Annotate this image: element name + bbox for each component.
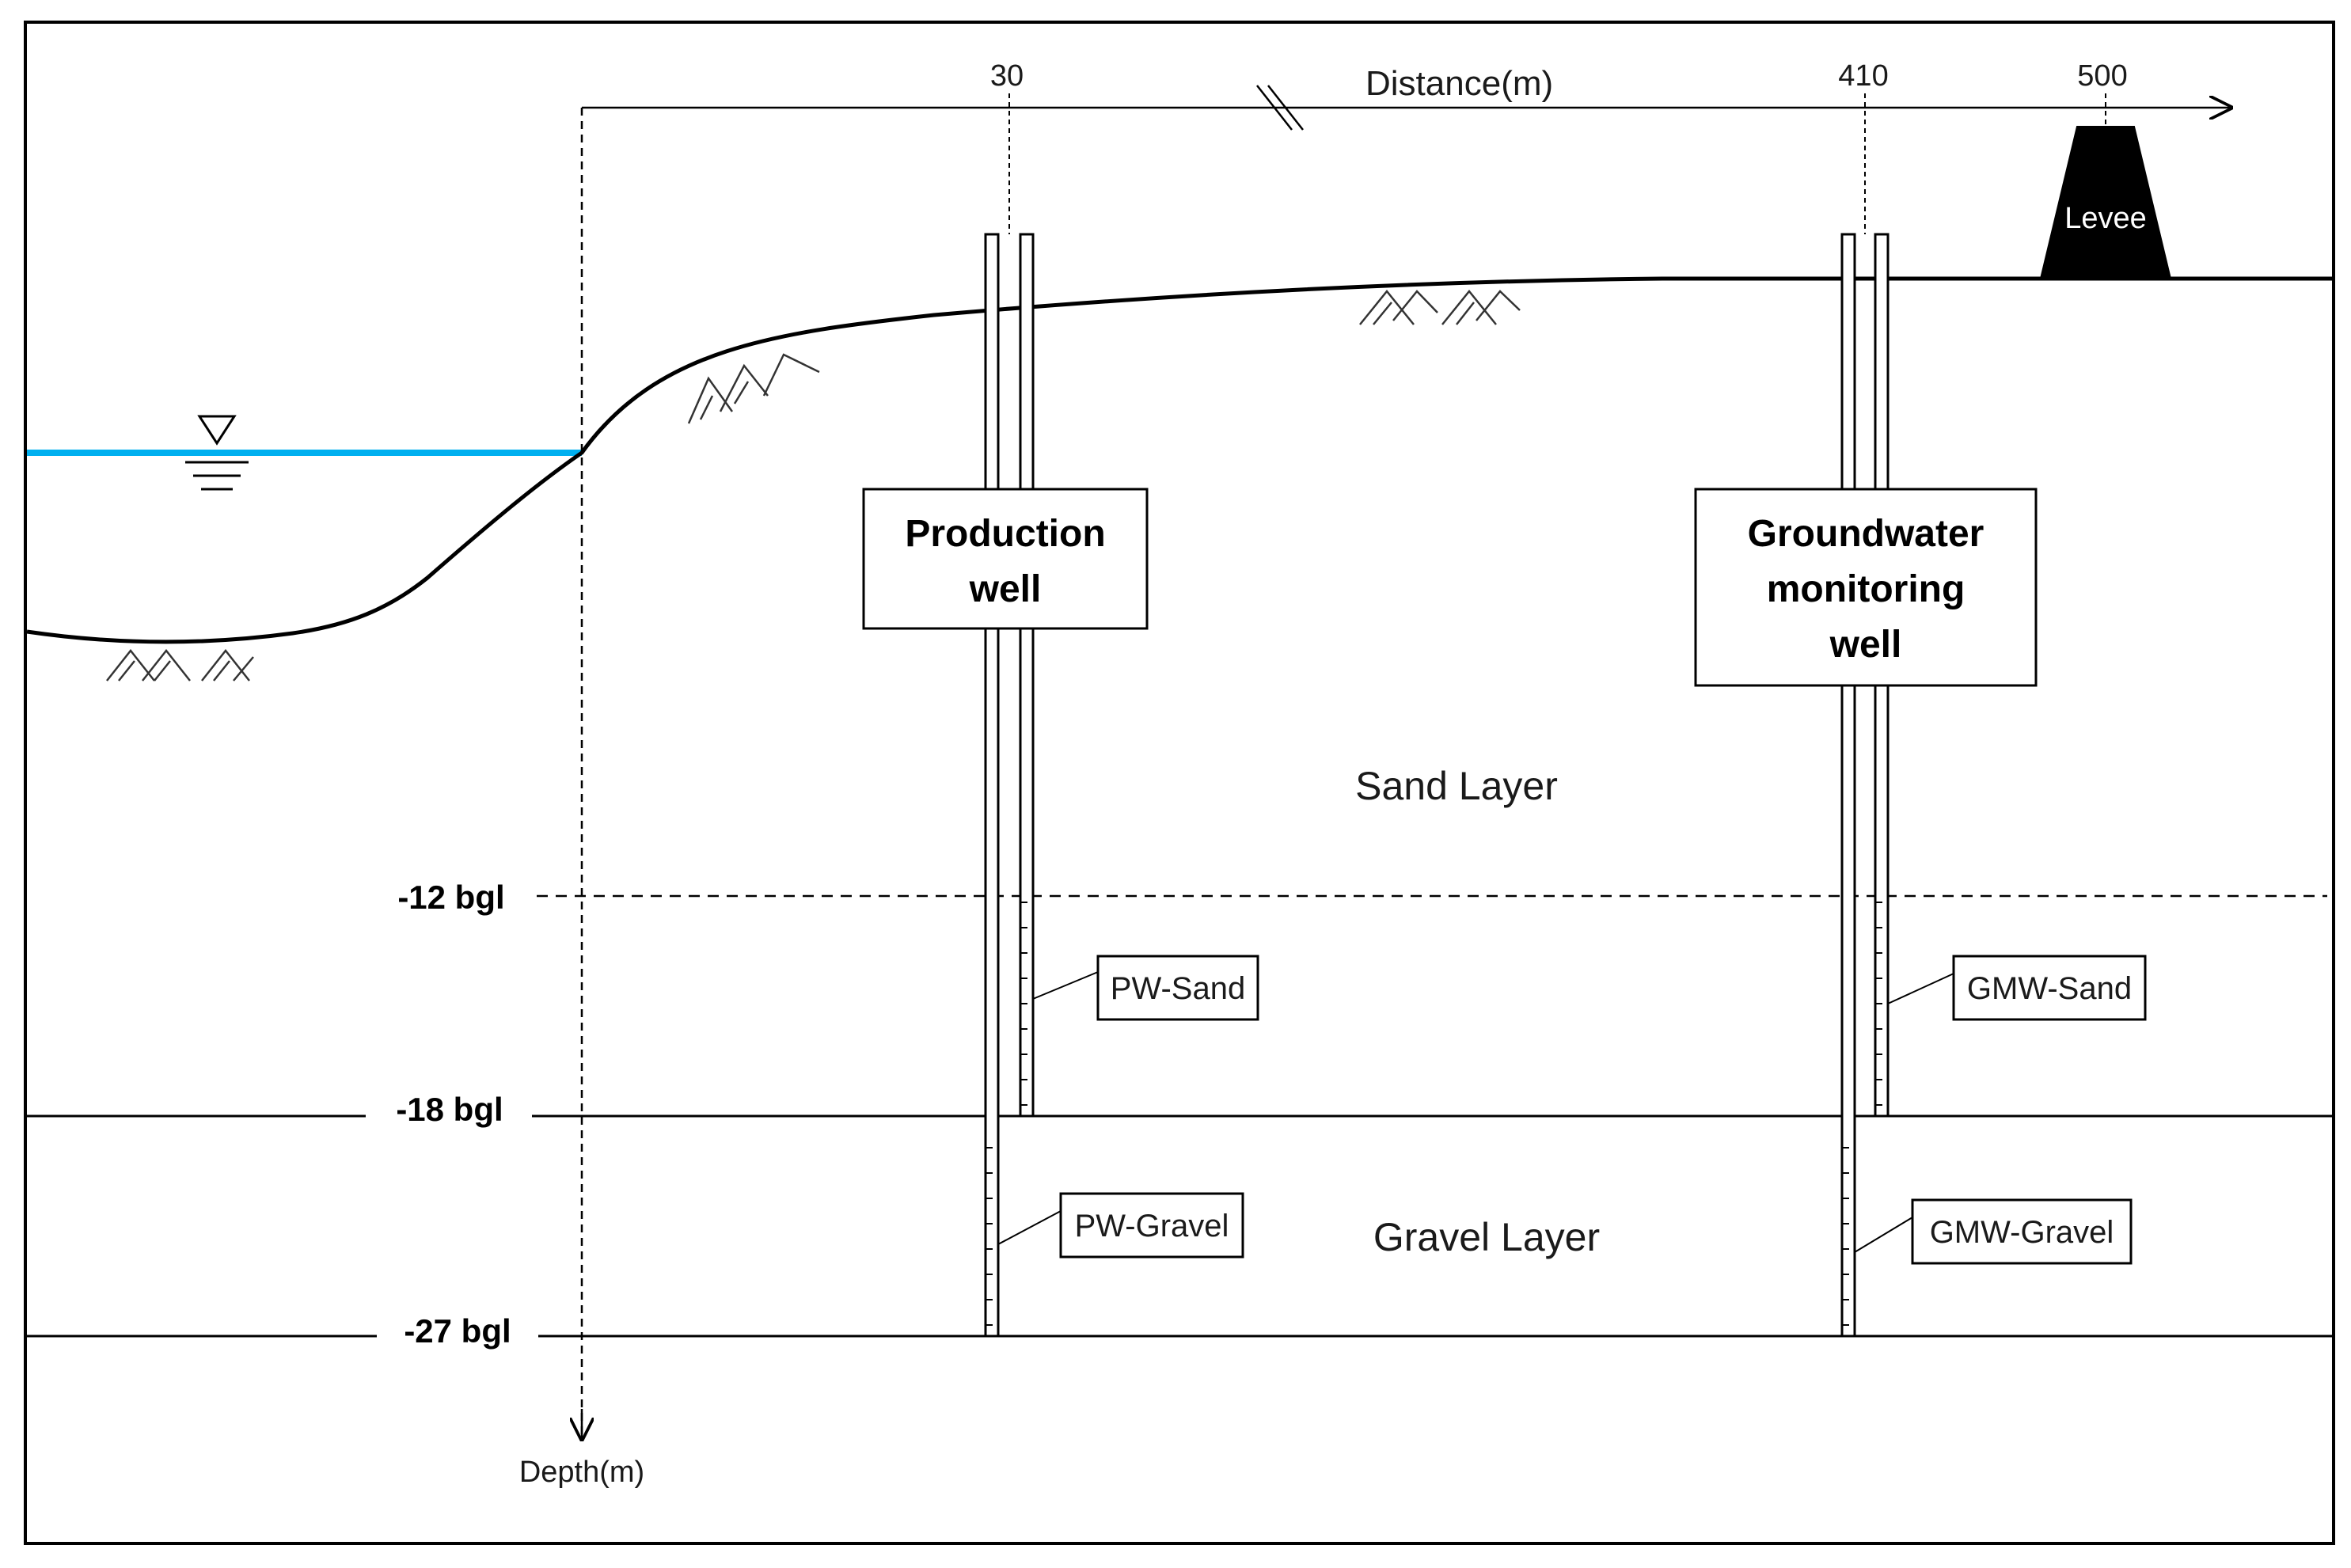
depth-label-12: -12 bgl [397,879,504,916]
monitoring-well-title-line2: monitoring [1767,568,1965,610]
ground-hatch-1 [106,648,254,681]
gravel-layer-label: Gravel Layer [1373,1215,1600,1259]
depth-label-27: -27 bgl [404,1312,511,1350]
production-well-pipe-gravel [984,233,1000,1338]
tick-label-30: 30 [990,59,1024,93]
axis-break-icon [1256,85,1304,131]
levee-label: Levee [2064,202,2147,235]
levee-shape [2039,126,2172,279]
pw-sand-leader [1032,971,1099,1000]
sand-layer-label: Sand Layer [1355,764,1558,808]
gmw-gravel-box [1911,1198,2133,1265]
distance-axis-label: Distance(m) [1365,64,1553,103]
production-well-title-line1: Production [905,513,1105,555]
monitoring-well-title-line3: well [1829,624,1902,666]
monitoring-well-title-line1: Groundwater [1748,513,1984,555]
production-well-title-line2: well [969,568,1042,610]
figure-frame [24,21,2335,1545]
monitoring-well-pipe-gravel [1840,233,1856,1338]
ground-surface [26,276,2332,644]
water-level-icon [185,415,249,491]
monitoring-gravel-screen [1842,1147,1849,1326]
production-sand-screen [1020,902,1027,1106]
gmw-sand-leader [1887,973,1954,1004]
production-well-pipe-sand [1019,233,1035,1118]
production-gravel-screen [986,1147,993,1326]
depth-label-18: -18 bgl [396,1091,503,1128]
gmw-gravel-leader [1854,1217,1913,1253]
gmw-gravel-label: GMW-Gravel [1930,1215,2114,1250]
pw-gravel-box [1059,1192,1244,1259]
tick-label-410: 410 [1838,59,1888,93]
production-well-title-box [862,488,1149,630]
pw-sand-box [1096,955,1259,1021]
pw-gravel-leader [997,1210,1062,1245]
ground-hatch-3 [1359,290,1521,325]
gmw-sand-box [1952,955,2147,1021]
pw-gravel-label: PW-Gravel [1075,1209,1229,1243]
monitoring-sand-screen [1875,902,1882,1106]
gmw-sand-label: GMW-Sand [1967,971,2132,1006]
depth-axis-label: Depth(m) [519,1456,644,1489]
ground-hatch-2 [687,353,820,424]
monitoring-well-title-box [1694,488,2038,687]
tick-label-500: 500 [2077,59,2127,93]
pw-sand-label: PW-Sand [1111,971,1245,1006]
